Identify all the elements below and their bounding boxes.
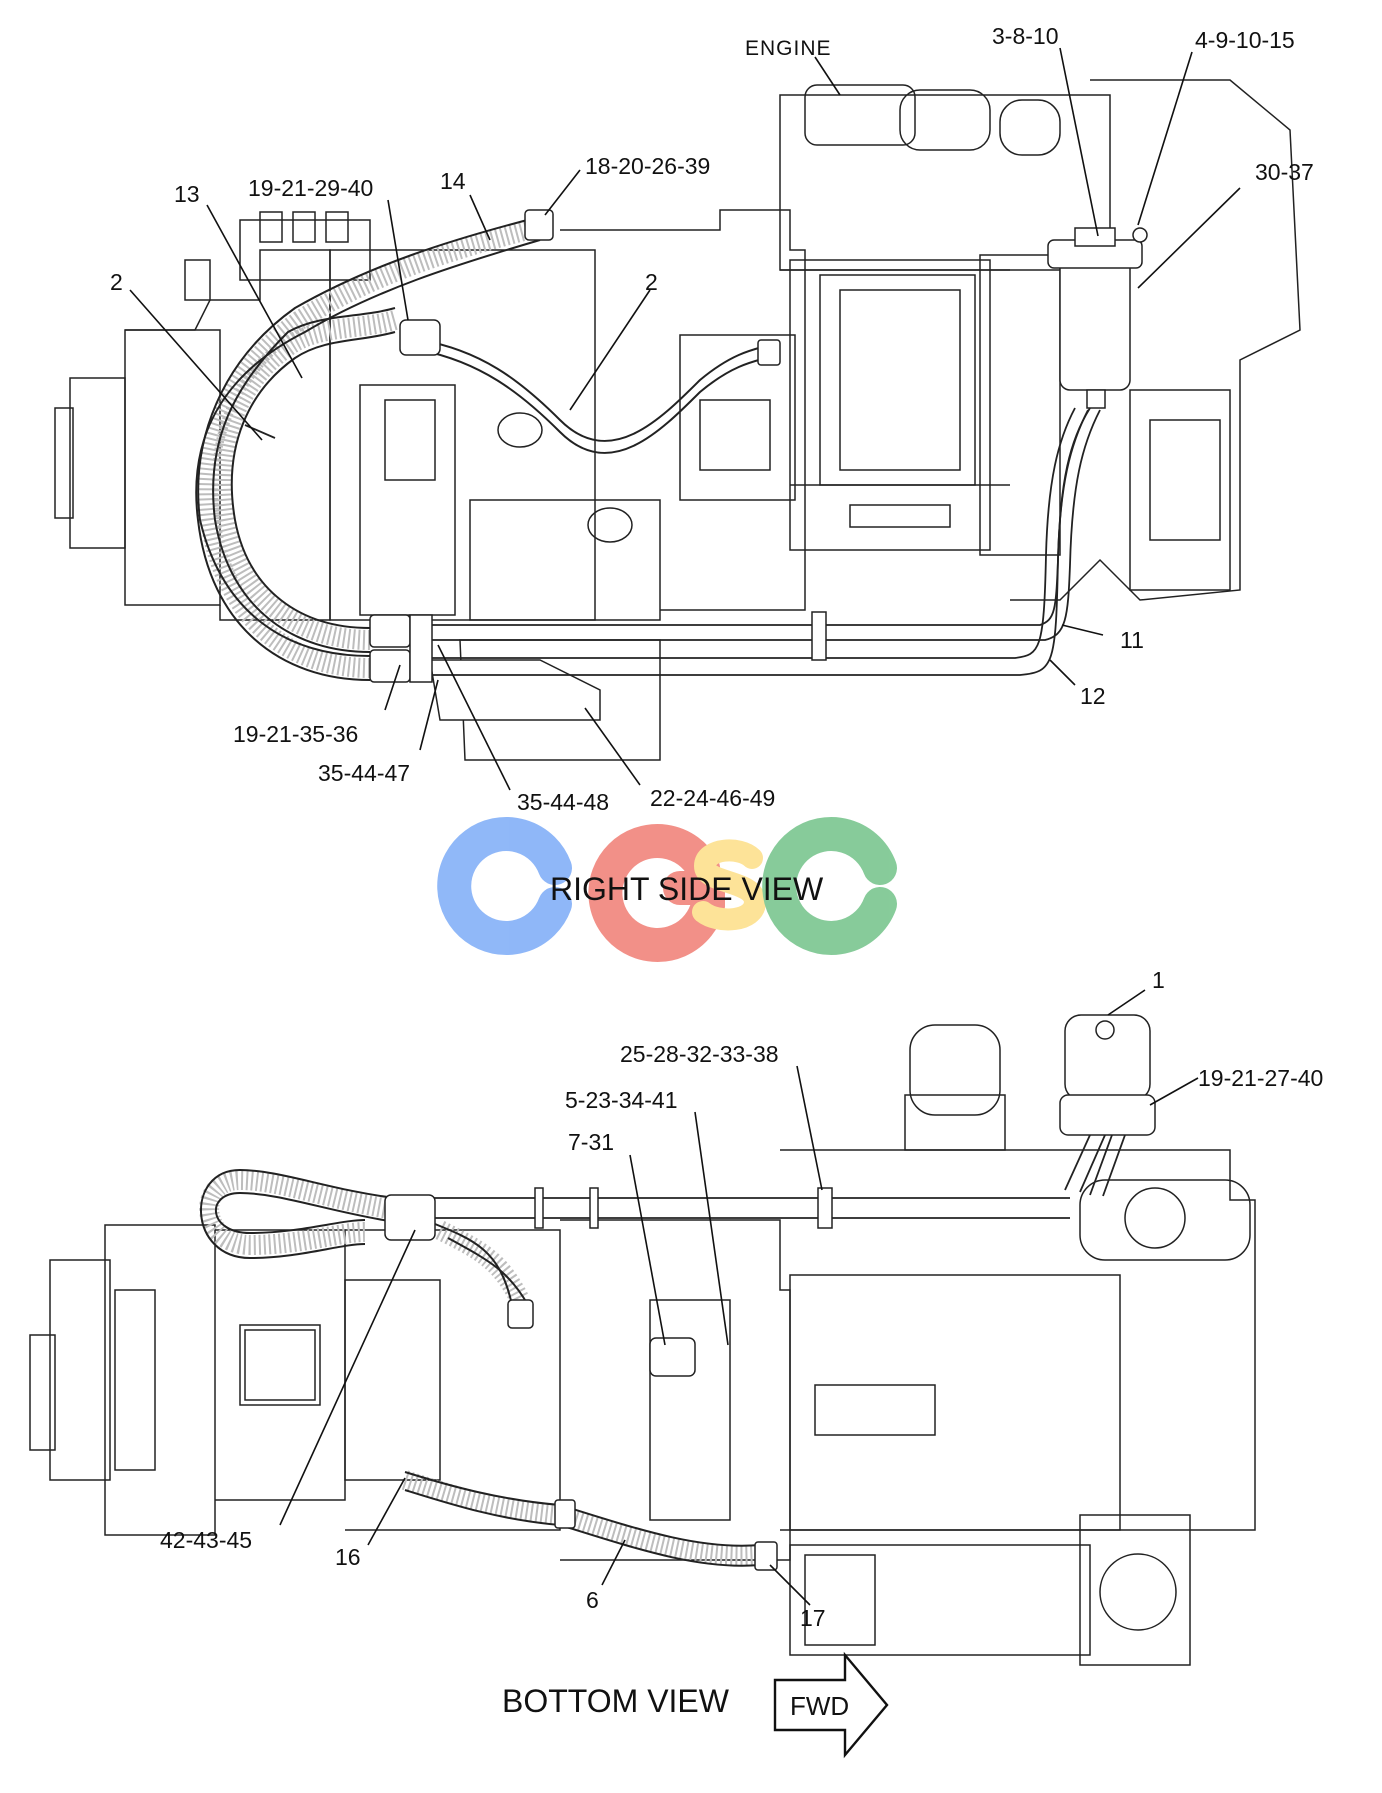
callout-7-31: 7-31: [568, 1129, 614, 1155]
bottom-engine: [780, 1024, 1256, 1666]
leader-7-31: [629, 1154, 666, 1346]
tube-lines: [430, 407, 1101, 676]
leader-19-21-35-36: [384, 664, 401, 711]
leader-1: [1107, 989, 1146, 1016]
leader-19-21-29-40: [387, 199, 409, 321]
watermark: [437, 817, 897, 962]
bottom-leaders: [279, 989, 1199, 1606]
engine-label: ENGINE: [745, 37, 832, 60]
callout-25-28-32-33-38: 25-28-32-33-38: [620, 1041, 779, 1067]
filter-assembly: [1047, 227, 1148, 409]
callout-19-21-27-40: 19-21-27-40: [1198, 1065, 1323, 1091]
callout-18-20-26-39: 18-20-26-39: [585, 153, 710, 179]
leader-14: [469, 194, 491, 241]
callout-35-44-47: 35-44-47: [318, 760, 410, 786]
leader-4-9-10-15: [1137, 51, 1193, 226]
callout-11: 11: [1120, 627, 1144, 653]
callout-22-24-46-49: 22-24-46-49: [650, 785, 775, 811]
right-side-view: ENGINE 3-8-10 4-9-10-15 30-37 18-20-26-3…: [54, 23, 1314, 907]
callout-5-23-34-41: 5-23-34-41: [565, 1087, 678, 1113]
callout-2-left: 2: [110, 269, 123, 295]
callout-12: 12: [1080, 683, 1106, 709]
leader-2-right: [569, 289, 651, 411]
callout-13: 13: [174, 181, 200, 207]
bottom-transmission: [29, 1219, 791, 1561]
callout-19-21-35-36: 19-21-35-36: [233, 721, 358, 747]
right-side-view-title: RIGHT SIDE VIEW: [550, 871, 824, 907]
leader-42-43-45: [279, 1229, 416, 1526]
callout-16: 16: [335, 1544, 361, 1570]
callout-6: 6: [586, 1587, 599, 1613]
watermark-letter-c1: [437, 817, 572, 955]
leader-19-21-27-40: [1149, 1077, 1199, 1106]
callout-3-8-10: 3-8-10: [992, 23, 1058, 49]
callout-30-37: 30-37: [1255, 159, 1314, 185]
callout-1: 1: [1152, 967, 1165, 993]
leader-2-left: [129, 289, 263, 441]
fwd-label: FWD: [790, 1691, 849, 1721]
callout-19-21-29-40: 19-21-29-40: [248, 175, 373, 201]
callout-14: 14: [440, 168, 466, 194]
watermark-letter-s: [692, 839, 767, 931]
bottom-long-tube: [420, 1187, 1070, 1229]
leader-30-37: [1137, 187, 1241, 289]
callout-42-43-45: 42-43-45: [160, 1527, 252, 1553]
leader-12: [1049, 659, 1076, 686]
watermark-letter-c2: [762, 817, 897, 955]
callout-35-44-48: 35-44-48: [517, 789, 609, 815]
leader-13: [206, 204, 303, 379]
callout-4-9-10-15: 4-9-10-15: [1195, 27, 1295, 53]
leader-3-8-10: [1059, 47, 1099, 237]
fwd-arrow: FWD: [773, 1651, 889, 1759]
leader-22-24-46-49: [584, 707, 641, 786]
right-side-leaders: [129, 47, 1241, 791]
leader-25-28-32-33-38: [796, 1065, 823, 1191]
leader-6: [601, 1539, 626, 1586]
leader-16: [367, 1477, 406, 1546]
leader-engine: [814, 56, 841, 96]
callout-2-right: 2: [645, 269, 658, 295]
leader-11: [1061, 624, 1104, 636]
leader-18-20-26-39: [544, 169, 581, 216]
bottom-view: 1 19-21-27-40 25-28-32-33-38 5-23-34-41 …: [29, 967, 1323, 1759]
bottom-view-title: BOTTOM VIEW: [502, 1683, 730, 1719]
watermark-letter-g: [588, 824, 725, 962]
leader-5-23-34-41: [694, 1111, 729, 1346]
leader-17: [769, 1564, 811, 1606]
leader-35-44-47: [419, 679, 439, 751]
leader-35-44-48: [437, 644, 511, 791]
bottom-hoses: [199, 1168, 778, 1571]
hoses: [195, 209, 781, 683]
bottom-filter: [1059, 1014, 1156, 1197]
callout-17: 17: [800, 1605, 826, 1631]
engine-block: [779, 79, 1301, 601]
